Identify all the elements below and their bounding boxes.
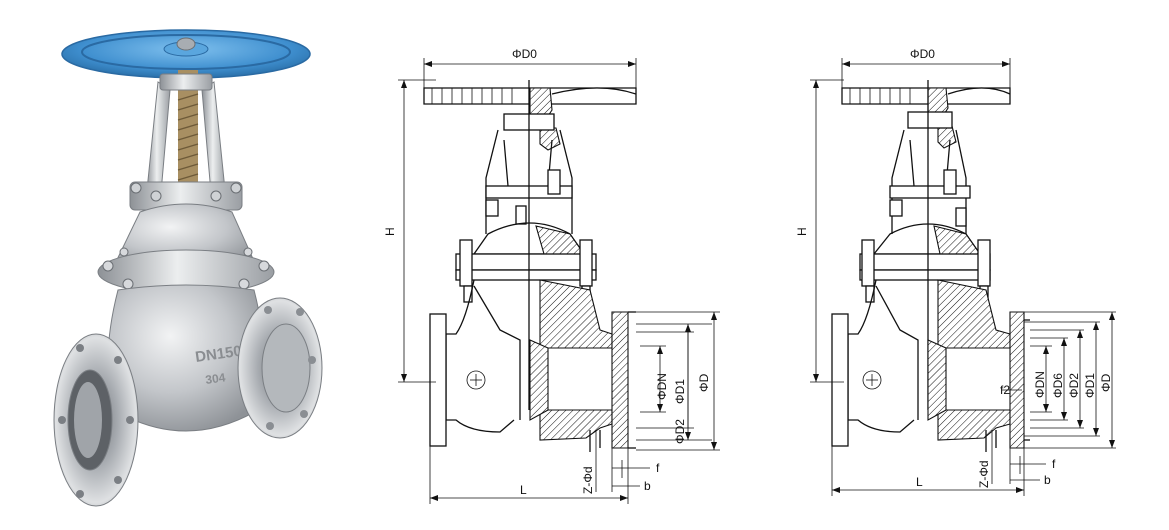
dim-D0-label: ΦD0 bbox=[910, 47, 935, 61]
dim-D6-label: ΦD6 bbox=[1051, 373, 1065, 398]
dim-D1-label: ΦD1 bbox=[673, 379, 687, 404]
dim-f-label: f bbox=[656, 461, 660, 475]
drawing-left: ΦD0 H L ΦDN ΦD2 ΦD1 ΦD Z-Φd f b bbox=[383, 47, 720, 504]
casting-text-2: 304 bbox=[204, 370, 226, 387]
dim-D2-label: ΦD2 bbox=[1067, 373, 1081, 398]
dim-DN-label: ΦDN bbox=[1033, 371, 1047, 398]
dim-D1-label: ΦD1 bbox=[1083, 373, 1097, 398]
valve-photo: DN150 304 bbox=[53, 29, 323, 507]
dim-H-label: H bbox=[795, 227, 809, 236]
dim-D-label: ΦD bbox=[1099, 373, 1113, 392]
dim-f-label: f bbox=[1052, 457, 1056, 471]
dim-Zd-label: Z-Φd bbox=[977, 460, 991, 488]
dim-D-label: ΦD bbox=[697, 373, 711, 392]
casting-text: DN150 bbox=[194, 343, 243, 366]
handwheel bbox=[61, 29, 311, 79]
dim-f2-label: f2 bbox=[1000, 383, 1010, 397]
dim-D2-label: ΦD2 bbox=[673, 419, 687, 444]
dim-DN-label: ΦDN bbox=[655, 373, 669, 400]
dim-H-label: H bbox=[383, 227, 397, 236]
dim-b-label: b bbox=[644, 479, 651, 493]
dim-D0-label: ΦD0 bbox=[512, 47, 537, 61]
drawing-right: ΦD0 H L ΦDN ΦD6 ΦD2 ΦD1 ΦD f2 Z-Φd f b bbox=[795, 47, 1116, 496]
dim-L-label: L bbox=[520, 483, 527, 497]
dim-b-label: b bbox=[1044, 473, 1051, 487]
dim-Zd-label: Z-Φd bbox=[581, 466, 595, 494]
dim-L-label: L bbox=[916, 475, 923, 489]
